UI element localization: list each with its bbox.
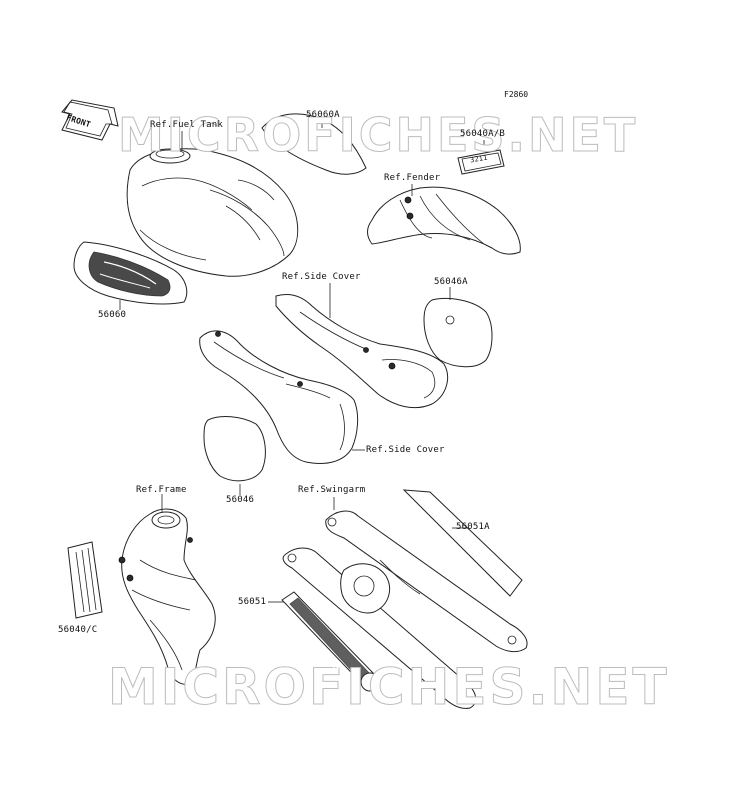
label-56060: 56060 (98, 310, 127, 320)
label-ref-frame: Ref.Frame (136, 485, 187, 495)
label-ref-side-cover-upper: Ref.Side Cover (282, 272, 361, 282)
swingarm (282, 510, 528, 709)
label-56040C: 56040/C (58, 625, 98, 635)
fender (367, 186, 521, 255)
label-ref-fuel-tank: Ref.Fuel Tank (150, 120, 224, 130)
decal-56051 (281, 591, 380, 692)
figure-code: F2860 (504, 90, 529, 99)
front-arrow-icon (61, 99, 119, 141)
side-cover-upper (275, 293, 448, 409)
watermark-top: MICROFICHES.NET (117, 108, 639, 163)
label-ref-swingarm: Ref.Swingarm (298, 485, 366, 495)
decal-56060A (261, 113, 367, 175)
decal-56060 (73, 241, 188, 305)
label-ref-side-cover-lower: Ref.Side Cover (366, 445, 445, 455)
frame (118, 508, 216, 685)
patch-56046 (203, 416, 266, 482)
label-56051A: 56051A (456, 522, 490, 532)
decal-56040C (67, 541, 103, 619)
decal-56051A (402, 489, 523, 597)
label-56060A: 56060A (306, 110, 340, 120)
label-56051: 56051 (238, 597, 267, 607)
side-cover-lower (199, 330, 359, 464)
plate-56040AB (457, 149, 505, 175)
label-56046: 56046 (226, 495, 255, 505)
label-ref-fender: Ref.Fender (384, 173, 441, 183)
label-56040AB: 56040A/B (460, 129, 505, 139)
label-56046A: 56046A (434, 277, 468, 287)
fuel-tank (126, 148, 299, 277)
watermark-bottom: MICROFICHES.NET (108, 658, 670, 717)
patch-56046A (423, 298, 493, 368)
